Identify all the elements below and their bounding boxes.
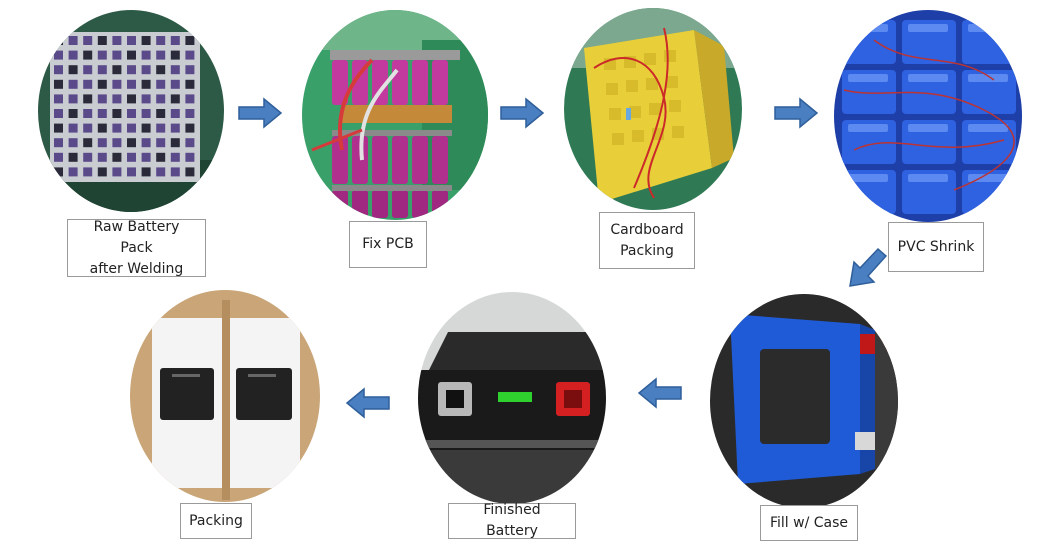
- arrow-left-icon: [637, 377, 682, 409]
- photo-cardboard-packing: [564, 8, 742, 210]
- step-label-finished-battery: Finished Battery: [448, 502, 576, 539]
- arrow-right-icon: [238, 97, 283, 129]
- photo-pvc-shrink: [834, 10, 1022, 222]
- photo-raw-battery-pack: [38, 10, 224, 212]
- step-label-fix-pcb: Fix PCB: [349, 221, 427, 268]
- step-label-pvc-shrink: PVC Shrink: [888, 222, 984, 272]
- step-label-fill-with-case: Fill w/ Case: [760, 505, 858, 541]
- arrow-down-left-icon: [848, 247, 888, 288]
- photo-fill-with-case: [710, 294, 898, 508]
- photo-finished-battery: [418, 292, 606, 504]
- photo-fix-pcb: [302, 10, 488, 220]
- arrow-right-icon: [774, 97, 819, 129]
- photo-packing: [130, 290, 320, 502]
- arrow-left-icon: [345, 387, 390, 419]
- step-label-packing: Packing: [180, 503, 252, 539]
- arrow-right-icon: [500, 97, 545, 129]
